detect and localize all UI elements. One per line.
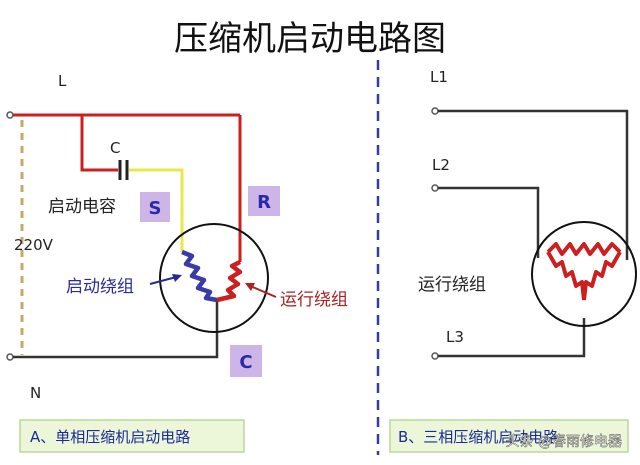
caption-right: B、三相压缩机启动电路: [398, 428, 558, 446]
caption-box-right: [389, 419, 629, 453]
terminal-box-S: [140, 192, 170, 222]
label-capacitor-C: C: [110, 139, 120, 157]
label-voltage: 220V: [14, 236, 54, 254]
diagram-title: 压缩机启动电路图: [174, 19, 446, 59]
terminal-label-S: S: [149, 198, 162, 219]
run-winding-coil: [216, 259, 243, 303]
terminal-box-R: [248, 186, 280, 216]
caption-box-left: [19, 419, 245, 453]
wire-L2: [438, 186, 540, 258]
label-N: N: [30, 384, 41, 402]
terminal-box-C: [230, 345, 262, 377]
compressor-motor: [159, 223, 269, 333]
wire-L3: [438, 318, 586, 358]
run-winding-arrow-head: [245, 283, 255, 291]
label-L1: L1: [430, 68, 448, 86]
neutral-wire: [13, 300, 219, 359]
terminal-label-R: R: [257, 192, 271, 213]
label-run-winding-3ph: 运行绕组: [418, 275, 486, 295]
terminal-label-C: C: [239, 352, 252, 373]
terminal-point-L2: [431, 184, 439, 192]
label-start-winding: 启动绕组: [66, 277, 134, 297]
label-start-capacitor: 启动电容: [48, 197, 116, 217]
label-L3: L3: [446, 328, 464, 346]
label-L: L: [58, 72, 67, 90]
wire-L1: [438, 109, 629, 260]
start-winding-arrow-head: [172, 274, 182, 282]
three-phase-motor: [531, 221, 637, 327]
three-phase-circuit: L1 L2 L3 运行绕组 B、三相压缩机启动电路 头条 @春雨修电器: [389, 68, 637, 453]
watermark: 头条 @春雨修电器: [506, 433, 622, 450]
start-winding-coil: [181, 249, 218, 303]
terminal-point-L: [6, 111, 14, 119]
winding-top: [546, 242, 622, 256]
caption-left: A、单相压缩机启动电路: [30, 428, 190, 446]
single-phase-circuit: S R C L N C 220V 启动电容 启动绕组 运行绕组 A、单相压缩机启…: [6, 72, 348, 453]
capacitor-wire: [80, 115, 118, 172]
label-L2: L2: [432, 156, 450, 174]
terminal-point-N: [6, 353, 14, 361]
winding-left: [546, 251, 586, 301]
terminal-point-L1: [431, 107, 439, 115]
start-wire: [129, 168, 184, 252]
terminal-point-L3: [431, 352, 439, 360]
winding-right: [582, 251, 622, 301]
label-run-winding: 运行绕组: [280, 290, 348, 310]
